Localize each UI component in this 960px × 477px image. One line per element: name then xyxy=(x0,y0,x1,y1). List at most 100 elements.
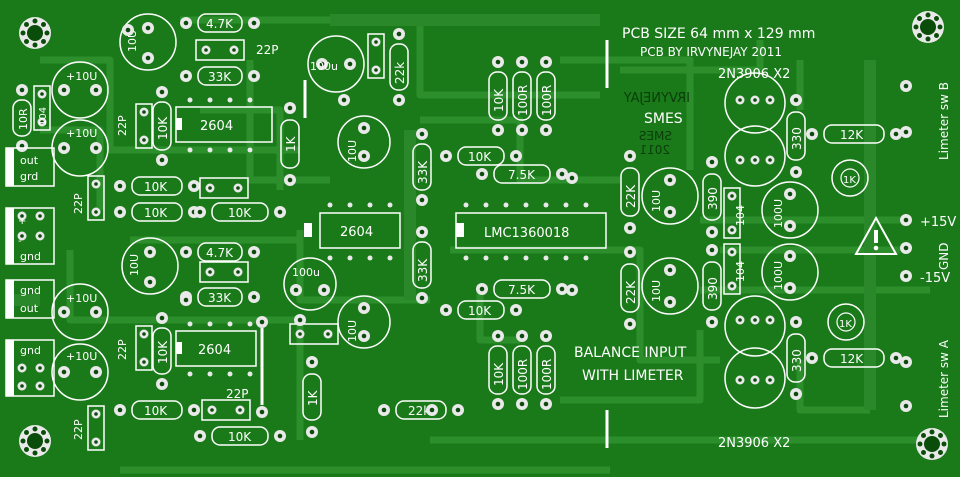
r-100r-v2-label: 100R xyxy=(540,85,554,116)
r-22k-right1-label: 22K xyxy=(624,184,638,208)
connector-plus-label: + xyxy=(18,216,26,227)
connector-minus-label: - xyxy=(18,236,22,247)
r-10k-d-label: 10K xyxy=(144,404,168,418)
r-1k-bottom-label: 1K xyxy=(306,389,320,406)
mirrored-brand: SMES xyxy=(639,129,672,143)
r-10k-ic1-label: 10K xyxy=(156,116,170,140)
ic-u2: 2604 xyxy=(304,202,401,261)
cap-22p-l4-label: 22P xyxy=(72,419,85,440)
cap-100u-mid-label: 100u xyxy=(292,266,320,279)
connector-gnd-bottom-label: gnd xyxy=(20,344,41,357)
copper-traces xyxy=(40,16,930,474)
r-390-bottom-label: 390 xyxy=(706,277,720,300)
r-10k-v2-label: 10K xyxy=(492,362,506,386)
r-10k-h1-label: 10K xyxy=(468,150,492,164)
cap-10u-r1-label: 10U xyxy=(650,190,663,212)
cap-10u-l4-label: +10U xyxy=(66,350,97,363)
r-33k-v1-label: 33K xyxy=(416,160,430,184)
trim-1k-bottom: 1K xyxy=(827,303,865,341)
r-10r-left-label: 10R xyxy=(17,108,30,130)
cap-10u-c1-label: 10U xyxy=(346,140,359,162)
cap-22p-l1-label: 22P xyxy=(116,115,129,136)
cap-10u-r2-label: 10U xyxy=(650,280,663,302)
warning-triangle-icon xyxy=(854,215,898,255)
ic-u4-label: LMC1360018 xyxy=(484,226,569,241)
cap-10u-c1: 10U xyxy=(337,115,391,169)
mirrored-bottom-text: IRVYNEJAY SMES 2011 xyxy=(624,91,690,157)
minus15-label: -15V xyxy=(920,271,950,286)
r-10k-h2-label: 10K xyxy=(468,304,492,318)
resistor-vertical: 22k 10R 10K 1K 10K 1K 33K 33K 10K 100R 1… xyxy=(12,28,806,438)
transistor-q1 xyxy=(724,72,786,134)
brand-label: SMES xyxy=(644,111,683,127)
cap-10u-c2-label: 10U xyxy=(346,320,359,342)
cap-10u-l1: +10U xyxy=(51,61,109,119)
mounting-hole-bottom-left xyxy=(19,425,51,457)
board-size-label: PCB SIZE 64 mm x 129 mm xyxy=(622,26,815,42)
cap-100u-r1-label: 100U xyxy=(772,199,785,228)
connector-grd-label: grd xyxy=(20,170,38,183)
cap-10u-r1: 10U xyxy=(641,167,699,225)
r-390-top-label: 390 xyxy=(706,187,720,210)
r-10k-e-label: 10K xyxy=(228,430,252,444)
r-330-top-label: 330 xyxy=(790,127,804,150)
trim-1k-bottom-label: 1K xyxy=(839,319,852,330)
film-caps: 22P 104 22P 22P 22P 22P 22P 104 104 xyxy=(33,33,747,451)
r-100r-v1-label: 100R xyxy=(516,85,530,116)
cap-100u-mid: 100u xyxy=(283,257,337,311)
transistor-q3 xyxy=(724,295,786,357)
transistor-label-bottom: 2N3906 X2 xyxy=(718,436,790,451)
r-75k-bottom-label: 7.5K xyxy=(508,283,536,297)
r-330-bottom-label: 330 xyxy=(790,349,804,372)
r-10k-ic3-label: 10K xyxy=(156,340,170,364)
cap-10u-c2: 10U xyxy=(337,295,391,349)
copper-traces-wide xyxy=(10,14,876,410)
cap-104-r1-label: 104 xyxy=(734,205,747,226)
limeter-b-label: Limeter sw B xyxy=(937,82,951,160)
r-1k-top-label: 1K xyxy=(284,135,298,152)
r-100r-v3-label: 100R xyxy=(516,359,530,390)
r-10k-v1-label: 10K xyxy=(492,88,506,112)
ic-u2-label: 2604 xyxy=(340,225,373,240)
cap-22p-l3-label: 22P xyxy=(116,339,129,360)
board-credit: PCB BY IRVYNEJAY 2011 xyxy=(640,45,782,59)
connector-out-top: out grd xyxy=(5,147,55,187)
cap-22p-top-label: 22P xyxy=(256,43,279,57)
r-47k-mid-label: 4.7K xyxy=(206,246,234,260)
r-12k-top-label: 12K xyxy=(840,128,864,142)
connector-gnd-mid-label: gnd xyxy=(20,250,41,263)
cap-22p-bottom-label: 22P xyxy=(226,387,249,401)
transistor-label-top: 2N3906 X2 xyxy=(718,67,790,82)
ic-u3-label: 2604 xyxy=(198,343,231,358)
ic-u3: 2604 xyxy=(175,321,257,377)
r-33k-mid-label: 33K xyxy=(208,291,232,305)
cap-10u-mid-label: 10U xyxy=(128,254,141,276)
cap-100u-r2: 100U xyxy=(761,243,819,301)
trim-1k-top-label: 1K xyxy=(843,175,856,186)
mounting-hole-bottom-right xyxy=(916,428,948,460)
cap-100u-r1: 100U xyxy=(761,181,819,239)
gnd-label: GND xyxy=(937,242,951,270)
circuit-label-line2: WITH LIMETER xyxy=(582,368,684,384)
mounting-hole-top-left xyxy=(19,17,51,49)
plus15-label: +15V xyxy=(920,215,956,230)
r-33k-v2-label: 33K xyxy=(416,258,430,282)
cap-100u-top: 100u xyxy=(307,35,365,93)
r-22k-bottom-label: 22k xyxy=(408,404,430,418)
cap-10u-r2: 10U xyxy=(641,257,699,315)
circuit-label-line1: BALANCE INPUT xyxy=(574,345,687,361)
connector-gnd-mid2-label: gnd xyxy=(20,284,41,297)
resistor-horizontal: 4.7K 33K 10K 10K 10K 4.7K 33K 10K 10K 22… xyxy=(114,13,902,446)
r-100r-v4-label: 100R xyxy=(540,359,554,390)
limeter-a-label: Limeter sw A xyxy=(937,339,951,418)
ic-u4: LMC1360018 xyxy=(455,202,607,261)
ic-u1-label: 2604 xyxy=(200,119,233,134)
cap-10u-l4: +10U xyxy=(51,343,109,401)
cap-10u-mid: 10U xyxy=(121,237,179,295)
r-12k-bottom-label: 12K xyxy=(840,352,864,366)
trim-1k-top: 1K xyxy=(831,159,869,197)
cap-100u-r2-label: 100U xyxy=(772,261,785,290)
connector-balanced-input-bottom: gnd xyxy=(5,339,55,397)
cap-22p-l2-label: 22P xyxy=(72,193,85,214)
